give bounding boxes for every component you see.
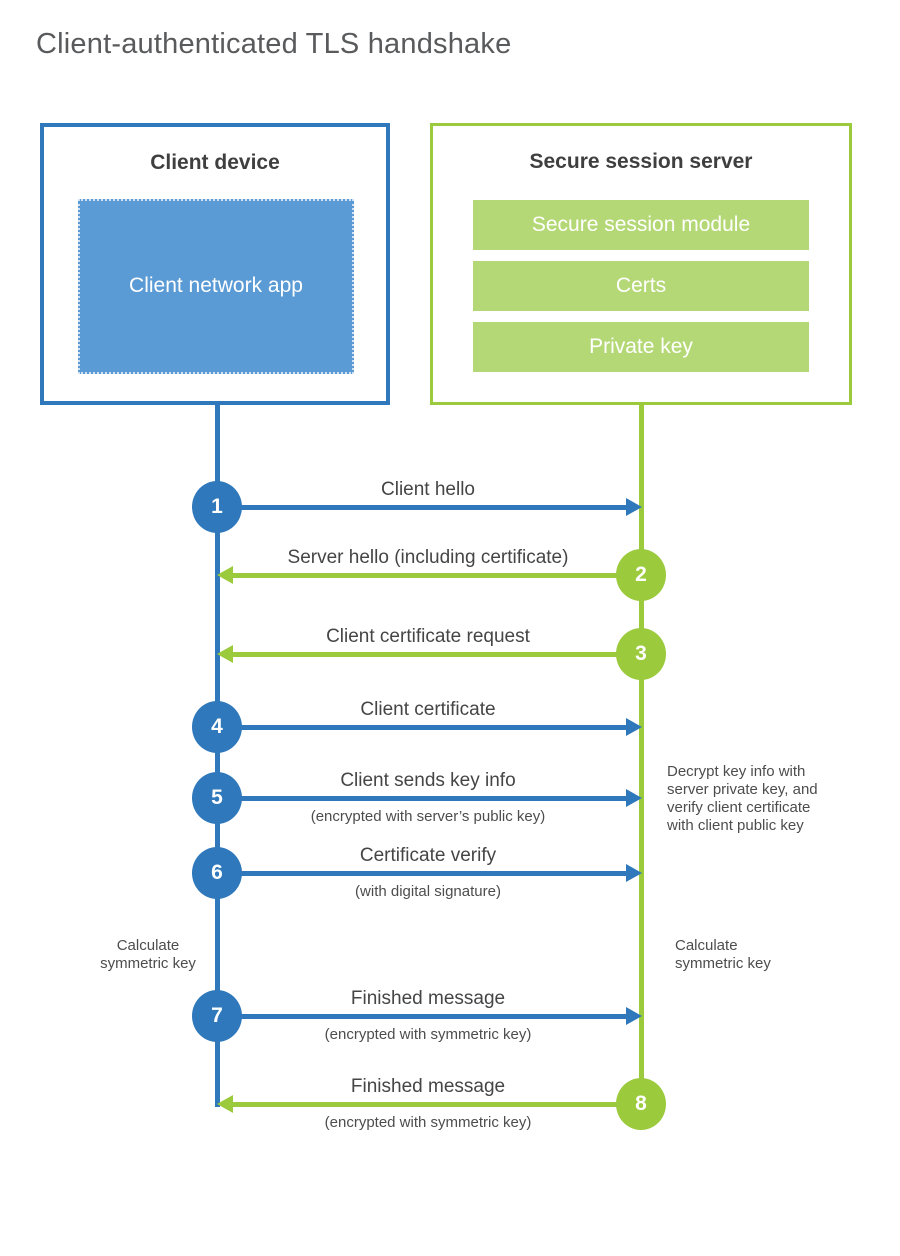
arrow-right-icon bbox=[626, 718, 642, 736]
note-calculate-symmetric-key-server: Calculate symmetric key bbox=[675, 937, 771, 972]
client-network-app-label: Client network app bbox=[129, 274, 303, 298]
server-module-certs: Certs bbox=[473, 261, 809, 311]
step-number-badge: 4 bbox=[192, 701, 242, 753]
client-lifeline bbox=[215, 405, 220, 1107]
step-label: Client certificate request bbox=[326, 626, 530, 647]
arrow-left-icon bbox=[217, 645, 233, 663]
arrow-right-icon bbox=[626, 789, 642, 807]
client-network-app-box: Client network app bbox=[78, 199, 354, 374]
note-decrypt-key-info: Decrypt key info with server private key… bbox=[667, 763, 818, 834]
arrow-left-icon bbox=[217, 1095, 233, 1113]
arrow-shaft bbox=[230, 725, 626, 730]
arrow-right-icon bbox=[626, 864, 642, 882]
step-number-badge: 7 bbox=[192, 990, 242, 1042]
step-number-badge: 2 bbox=[616, 549, 666, 601]
step-label: Client sends key info bbox=[340, 770, 516, 791]
server-lifeline bbox=[639, 405, 644, 1105]
arrow-shaft bbox=[230, 871, 626, 876]
step-label: Server hello (including certificate) bbox=[287, 547, 569, 568]
arrow-shaft bbox=[232, 1102, 632, 1107]
step-number-badge: 1 bbox=[192, 481, 242, 533]
arrow-shaft bbox=[230, 505, 626, 510]
server-module-secure-session-module: Secure session module bbox=[473, 200, 809, 250]
arrow-left-icon bbox=[217, 566, 233, 584]
arrow-right-icon bbox=[626, 498, 642, 516]
step-label: Finished message bbox=[350, 988, 506, 1009]
step-number-badge: 3 bbox=[616, 628, 666, 680]
step-sublabel: (encrypted with server’s public key) bbox=[310, 808, 546, 825]
arrow-shaft bbox=[230, 1014, 626, 1019]
client-device-title: Client device bbox=[150, 151, 280, 174]
arrow-shaft bbox=[232, 573, 632, 578]
step-number-badge: 8 bbox=[616, 1078, 666, 1130]
step-sublabel: (with digital signature) bbox=[355, 883, 501, 900]
note-calculate-symmetric-key-client: Calculate symmetric key bbox=[100, 937, 196, 972]
arrow-shaft bbox=[232, 652, 632, 657]
server-module-private-key: Private key bbox=[473, 322, 809, 372]
step-sublabel: (encrypted with symmetric key) bbox=[324, 1026, 532, 1043]
step-label: Finished message bbox=[350, 1076, 506, 1097]
arrow-right-icon bbox=[626, 1007, 642, 1025]
step-label: Client hello bbox=[381, 479, 475, 500]
arrow-shaft bbox=[230, 796, 626, 801]
step-number-badge: 6 bbox=[192, 847, 242, 899]
step-sublabel: (encrypted with symmetric key) bbox=[324, 1114, 532, 1131]
page-title: Client-authenticated TLS handshake bbox=[36, 28, 512, 60]
secure-session-server-title: Secure session server bbox=[529, 150, 753, 173]
step-label: Client certificate bbox=[360, 699, 496, 720]
step-number-badge: 5 bbox=[192, 772, 242, 824]
step-label: Certificate verify bbox=[359, 845, 497, 866]
